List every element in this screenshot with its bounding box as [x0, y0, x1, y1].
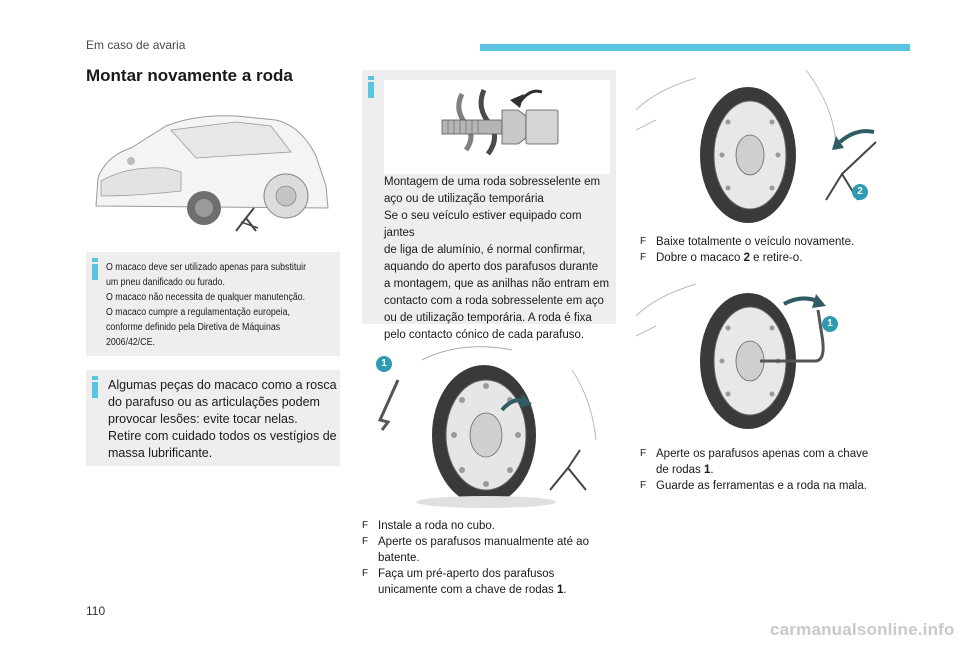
wheel-install-illustration: 1 [362, 340, 616, 510]
note-line: aquando do aperto dos parafusos durante [384, 261, 599, 273]
note-line: massa lubrificante. [108, 446, 213, 460]
wheel-bolt-illustration [384, 80, 610, 174]
note-line: de liga de alumínio, é normal confirmar, [384, 244, 586, 256]
wheel-tighten-illustration: 1 [636, 276, 890, 436]
info-icon [92, 376, 98, 398]
note-line: O macaco deve ser utilizado apenas para … [106, 262, 307, 273]
list-item: F Aperte os parafusos apenas com a chave… [640, 448, 869, 476]
note-line: Algumas peças do macaco como a rosca [108, 378, 337, 392]
list-item: F Baixe totalmente o veículo novamente. [640, 236, 855, 248]
note-line: 2006/42/CE. [106, 337, 155, 348]
note-line: a montagem, que as anilhas não entram em [384, 278, 610, 290]
list-item: F Faça um pré-aperto dos parafusos unica… [362, 568, 567, 596]
header-accent-bar [480, 44, 910, 51]
checkbox-icon: F [640, 236, 647, 247]
list-item: F Aperte os parafusos manualmente até ao… [362, 536, 589, 564]
spare-wheel-title: aço ou de utilização temporária [384, 193, 544, 205]
checkbox-icon: F [640, 252, 647, 263]
note-line: provocar lesões: evite tocar nelas. [108, 412, 298, 426]
steps-right-bottom-list: F Aperte os parafusos apenas com a chave… [640, 446, 890, 494]
callout-badge-wrench: 1 [822, 316, 838, 332]
list-item: F Dobre o macaco 2 e retire-o. [640, 252, 803, 264]
note-line: pelo contacto cónico de cada parafuso. [384, 329, 585, 341]
page-title: Montar novamente a roda [86, 66, 293, 85]
checkbox-icon: F [640, 448, 647, 459]
note-line: O macaco cumpre a regulamentação europei… [106, 307, 290, 318]
steps-right-top-list: F Baixe totalmente o veículo novamente. … [640, 234, 890, 266]
info-icon [368, 76, 374, 98]
checkbox-icon: F [362, 520, 369, 531]
spare-wheel-title: Montagem de uma roda sobresselente em [384, 176, 601, 188]
checkbox-icon: F [640, 480, 647, 491]
note-line: contacto com a roda sobresselente em aço [384, 295, 604, 307]
info-box-jack-usage: O macaco deve ser utilizado apenas para … [86, 252, 340, 356]
wheel-lower-illustration: 2 [636, 70, 890, 230]
info-icon [92, 258, 98, 280]
car-jack-illustration [86, 96, 336, 246]
note-line: O macaco não necessita de qualquer manut… [106, 292, 306, 303]
list-item: F Instale a roda no cubo. [362, 520, 495, 532]
callout-badge-jack: 2 [852, 184, 868, 200]
watermark: carmanualsonline.info [770, 620, 955, 639]
note-line: um pneu danificado ou furado. [106, 277, 225, 288]
info-box-jack-parts: Algumas peças do macaco como a rosca do … [86, 370, 340, 466]
callout-badge-wrench: 1 [376, 356, 392, 372]
note-line: Retire com cuidado todos os vestígios de [108, 429, 337, 443]
note-line: Se o seu veículo estiver equipado com ja… [384, 210, 582, 239]
note-line: do parafuso ou as articulações podem [108, 395, 320, 409]
section-header-label: Em caso de avaria [86, 38, 186, 52]
note-line: conforme definido pela Diretiva de Máqui… [106, 322, 281, 333]
page-number: 110 [86, 604, 106, 618]
steps-middle-list: F Instale a roda no cubo. F Aperte os pa… [362, 518, 616, 598]
info-box-spare-wheel: Montagem de uma roda sobresselente em aç… [362, 70, 616, 341]
checkbox-icon: F [362, 536, 369, 547]
checkbox-icon: F [362, 568, 369, 579]
list-item: F Guarde as ferramentas e a roda na mala… [640, 480, 867, 492]
note-line: ou de utilização temporária. A roda é fi… [384, 312, 592, 324]
